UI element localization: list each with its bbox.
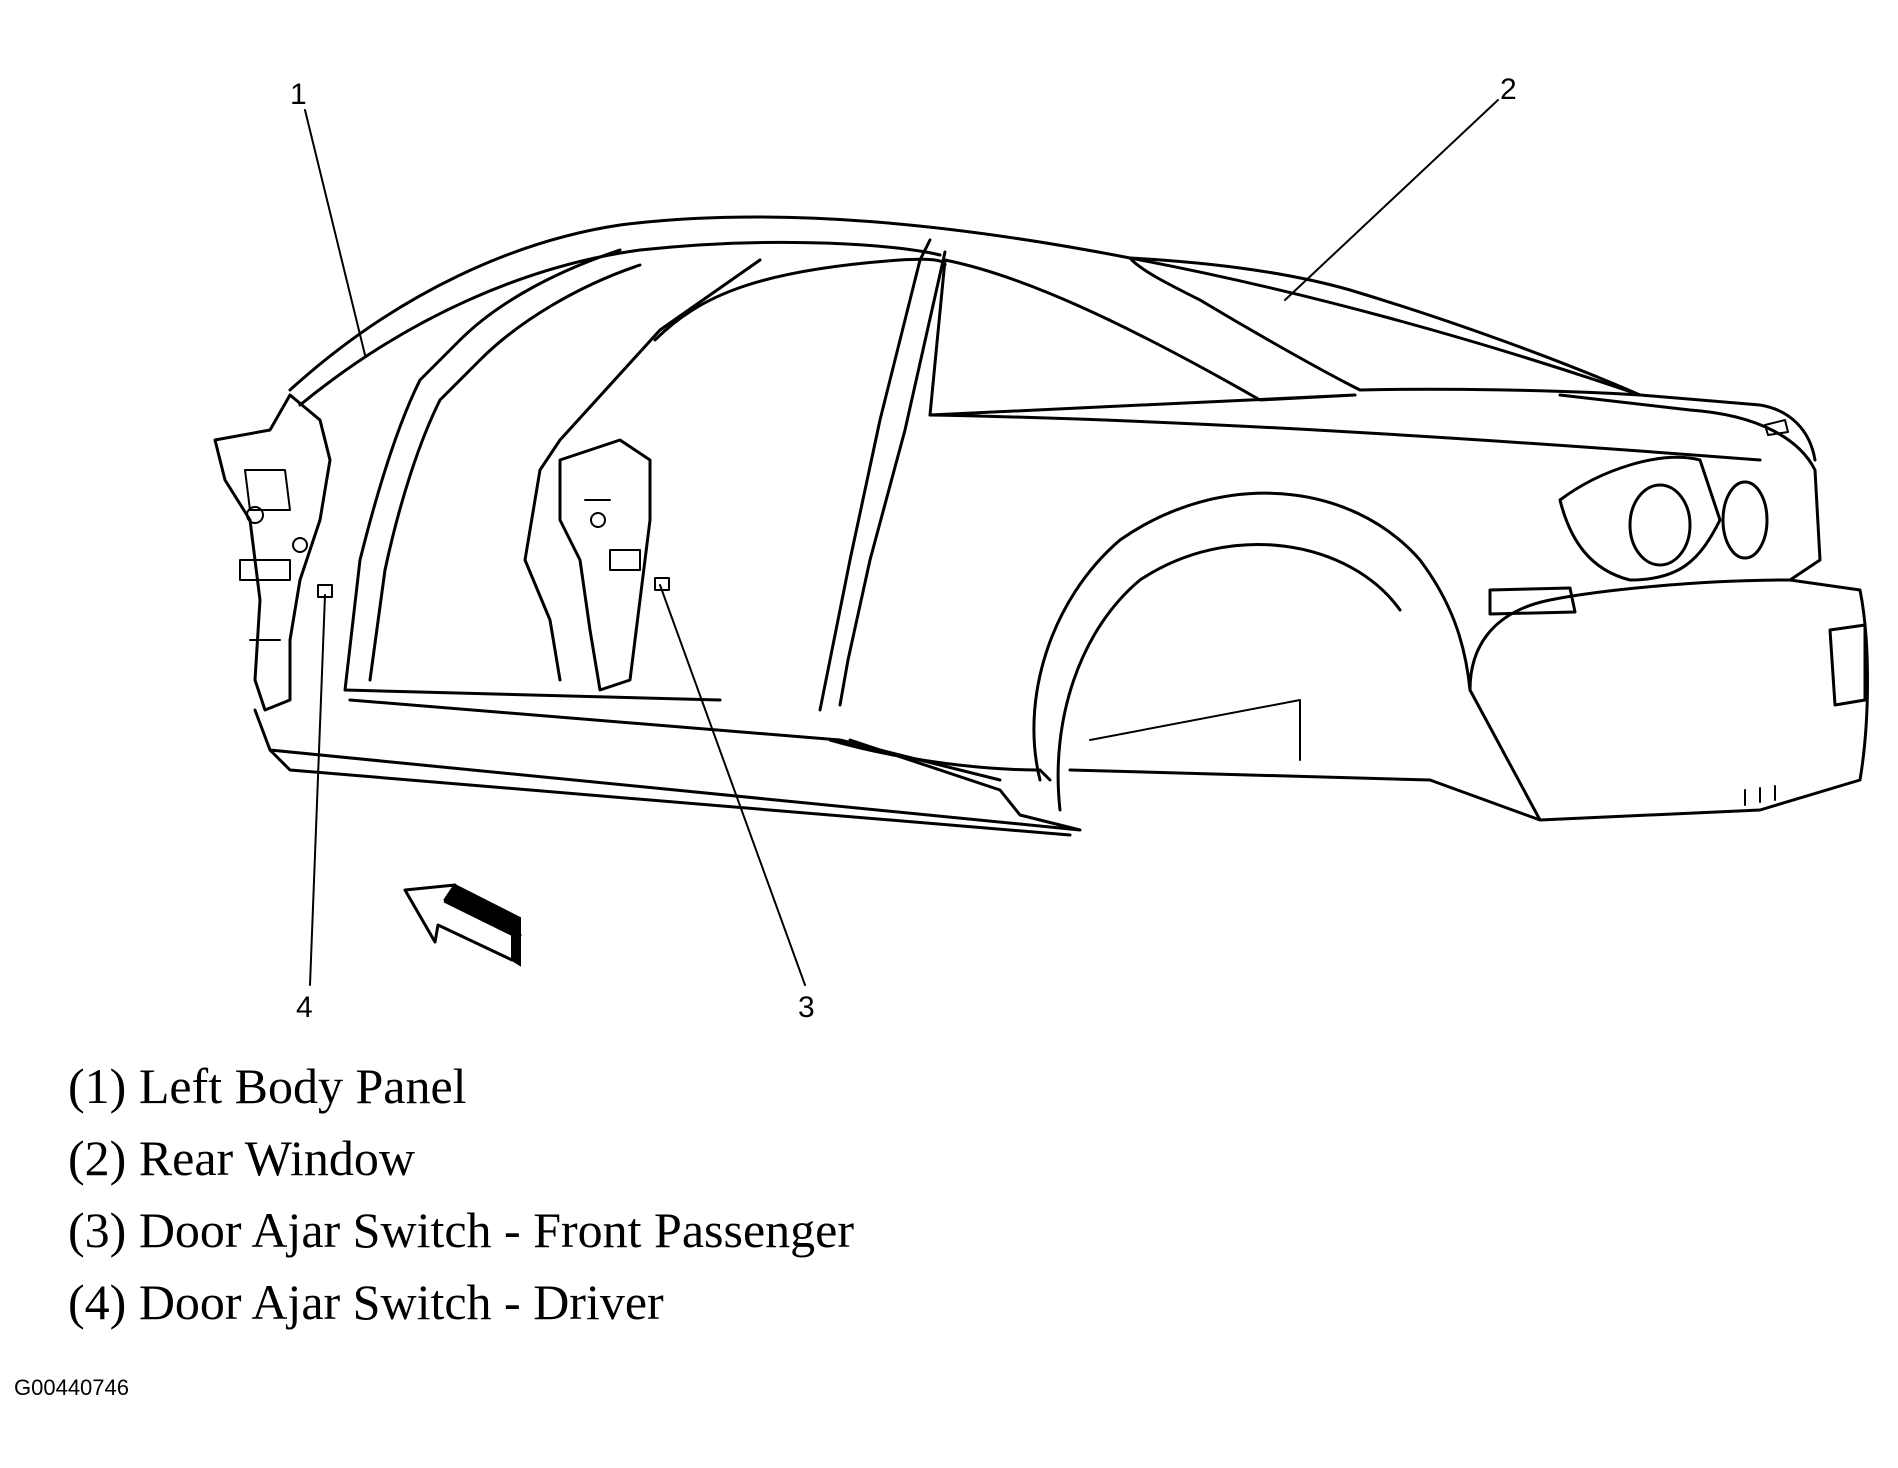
roof-inner-line <box>298 240 942 407</box>
callout-2: 2 <box>1500 73 1517 106</box>
leader-line-2 <box>1284 99 1499 301</box>
legend-item-1: (1) Left Body Panel <box>68 1050 854 1122</box>
b-pillar-front <box>523 258 762 682</box>
bracket-hole-3 <box>590 512 606 528</box>
rear-bumper <box>1468 578 1869 822</box>
tail-light-housing <box>1558 455 1722 582</box>
callout-1: 1 <box>290 78 307 111</box>
passenger-door-switch-marker <box>654 577 670 591</box>
rocker-sill <box>253 708 1082 832</box>
leader-line-1 <box>304 109 366 356</box>
rear-wheel-arch <box>1032 491 1472 782</box>
leader-line-4 <box>309 594 326 986</box>
b-pillar-bracket <box>558 438 652 692</box>
rocker-lower <box>268 748 1072 837</box>
side-marker <box>1488 586 1577 616</box>
door-opening-top <box>653 257 947 342</box>
legend-item-2: (2) Rear Window <box>68 1122 854 1194</box>
body-side-beltline <box>928 413 1762 462</box>
tail-light-round <box>1628 483 1692 567</box>
rear-wheel-arch-inner <box>1056 543 1402 812</box>
legend-number: (4) <box>68 1274 127 1330</box>
leader-line-3 <box>659 584 806 986</box>
front-door-opening-inner <box>368 263 642 682</box>
a-pillar-bracket <box>213 393 332 712</box>
legend-item-3: (3) Door Ajar Switch - Front Passenger <box>68 1194 854 1266</box>
body-side-lower <box>828 738 1052 782</box>
figure-code: G00440746 <box>14 1375 129 1400</box>
rear-window-outline <box>1128 256 1642 397</box>
legend-text: Door Ajar Switch - Driver <box>138 1274 664 1330</box>
b-pillar-bracket-detail <box>584 499 641 571</box>
legend-number: (1) <box>68 1058 127 1114</box>
front-door-opening <box>343 248 722 702</box>
a-pillar-bracket-detail <box>239 469 291 641</box>
sill-line <box>348 698 1002 782</box>
callout-4: 4 <box>296 991 313 1024</box>
rear-reflector <box>1828 623 1867 707</box>
rear-panel-lines <box>1089 699 1301 761</box>
rear-lower-line <box>1068 768 1542 822</box>
legend-number: (2) <box>68 1130 127 1186</box>
legend-text: Left Body Panel <box>138 1058 467 1114</box>
exhaust-tips <box>1744 785 1776 806</box>
legend-text: Door Ajar Switch - Front Passenger <box>138 1202 854 1258</box>
b-pillar-back <box>818 238 932 712</box>
view-arrow-shadow <box>443 883 521 967</box>
parts-legend: (1) Left Body Panel (2) Rear Window (3) … <box>68 1050 854 1338</box>
callout-3: 3 <box>798 991 815 1024</box>
driver-door-switch-marker <box>317 584 333 598</box>
trunk-lid <box>1558 393 1822 582</box>
tail-light-inner <box>1721 480 1769 560</box>
b-pillar-back-inner <box>838 250 947 707</box>
legend-text: Rear Window <box>138 1130 415 1186</box>
legend-item-4: (4) Door Ajar Switch - Driver <box>68 1266 854 1338</box>
bracket-hole-2 <box>292 537 308 553</box>
trunk-badge <box>1764 419 1789 436</box>
legend-number: (3) <box>68 1202 127 1258</box>
roof-outline <box>288 215 1817 462</box>
bracket-hole-1 <box>246 506 264 524</box>
quarter-window <box>928 258 1357 417</box>
